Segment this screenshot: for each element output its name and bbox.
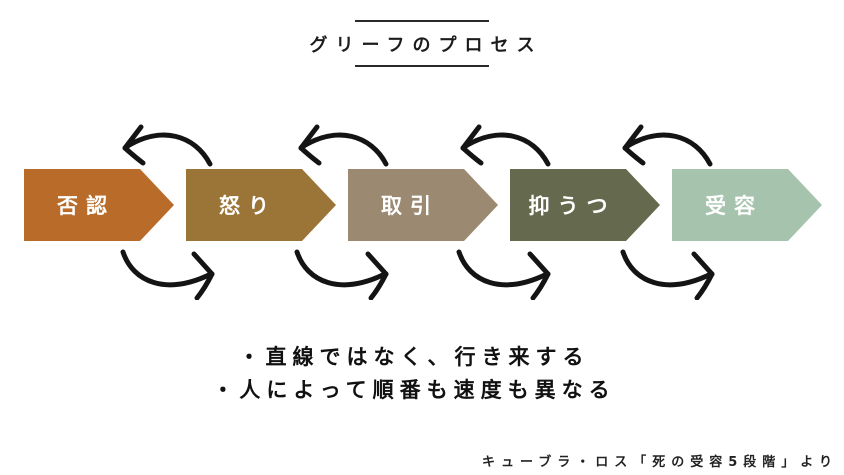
back-arrow-icon bbox=[105, 119, 217, 167]
back-arrow-icon bbox=[443, 119, 555, 167]
stage-label: 取引 bbox=[381, 194, 439, 218]
back-arrow-icon bbox=[281, 119, 393, 167]
note-line: ・人によって順番も速度も異なる bbox=[212, 378, 616, 402]
attribution: キューブラ・ロス「死の受容5段階」より bbox=[481, 455, 838, 470]
page-title: グリーフのプロセス bbox=[309, 35, 543, 56]
forward-arrow-icon bbox=[290, 246, 404, 300]
stage-acceptance: 受容 bbox=[672, 169, 822, 241]
stage-depression: 抑うつ bbox=[510, 169, 660, 241]
title-overline bbox=[355, 20, 489, 22]
forward-arrow-icon bbox=[116, 246, 230, 300]
forward-arrow-icon bbox=[616, 246, 730, 300]
stage-label: 怒り bbox=[219, 194, 277, 218]
title-block: グリーフのプロセス bbox=[0, 20, 844, 67]
stage-bargaining: 取引 bbox=[348, 169, 498, 241]
stage-label: 否認 bbox=[57, 194, 115, 218]
back-arrow-icon bbox=[605, 119, 717, 167]
notes-block: ・直線ではなく、行き来する ・人によって順番も速度も異なる bbox=[0, 341, 836, 407]
note-line: ・直線ではなく、行き来する bbox=[238, 345, 590, 369]
forward-arrow-icon bbox=[452, 246, 566, 300]
stage-label: 抑うつ bbox=[528, 194, 616, 218]
stage-label: 受容 bbox=[705, 194, 763, 218]
stage-denial: 否認 bbox=[24, 169, 174, 241]
title-underline bbox=[355, 65, 489, 67]
stage-anger: 怒り bbox=[186, 169, 336, 241]
